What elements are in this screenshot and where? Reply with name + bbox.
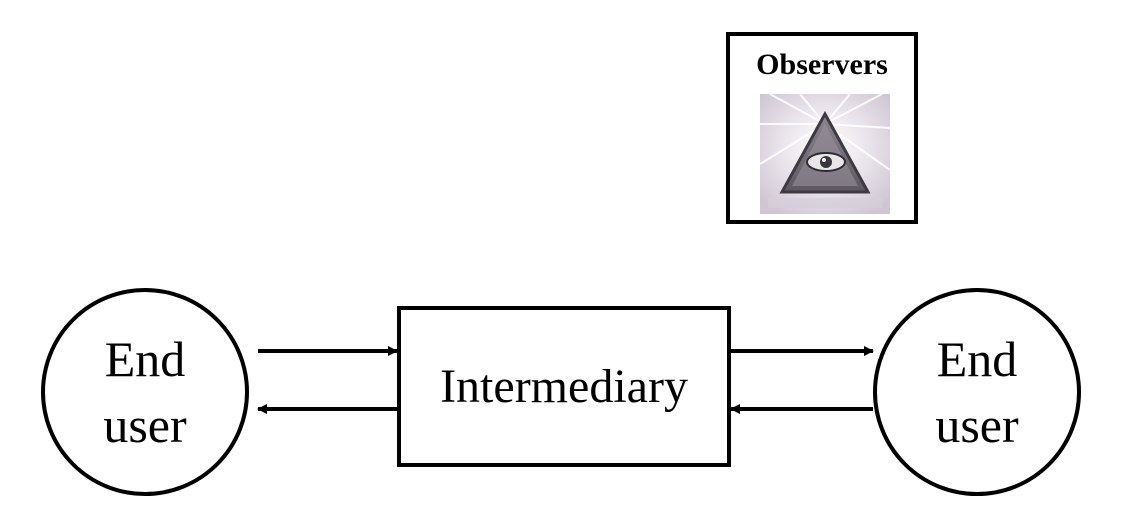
observers-label: Observers [756, 48, 888, 81]
left-end-user-node: End user [41, 288, 249, 496]
observers-box: Observers [726, 32, 918, 224]
all-seeing-eye-pyramid-icon [760, 94, 890, 214]
left-end-user-label-line1: End [104, 331, 186, 387]
intermediary-label: Intermediary [440, 359, 688, 413]
left-end-user-label-line2: user [103, 397, 187, 453]
right-end-user-label-line1: End [936, 331, 1018, 387]
right-end-user-node: End user [873, 288, 1081, 496]
right-end-user-label-line2: user [935, 397, 1019, 453]
intermediary-node: Intermediary [397, 306, 731, 467]
